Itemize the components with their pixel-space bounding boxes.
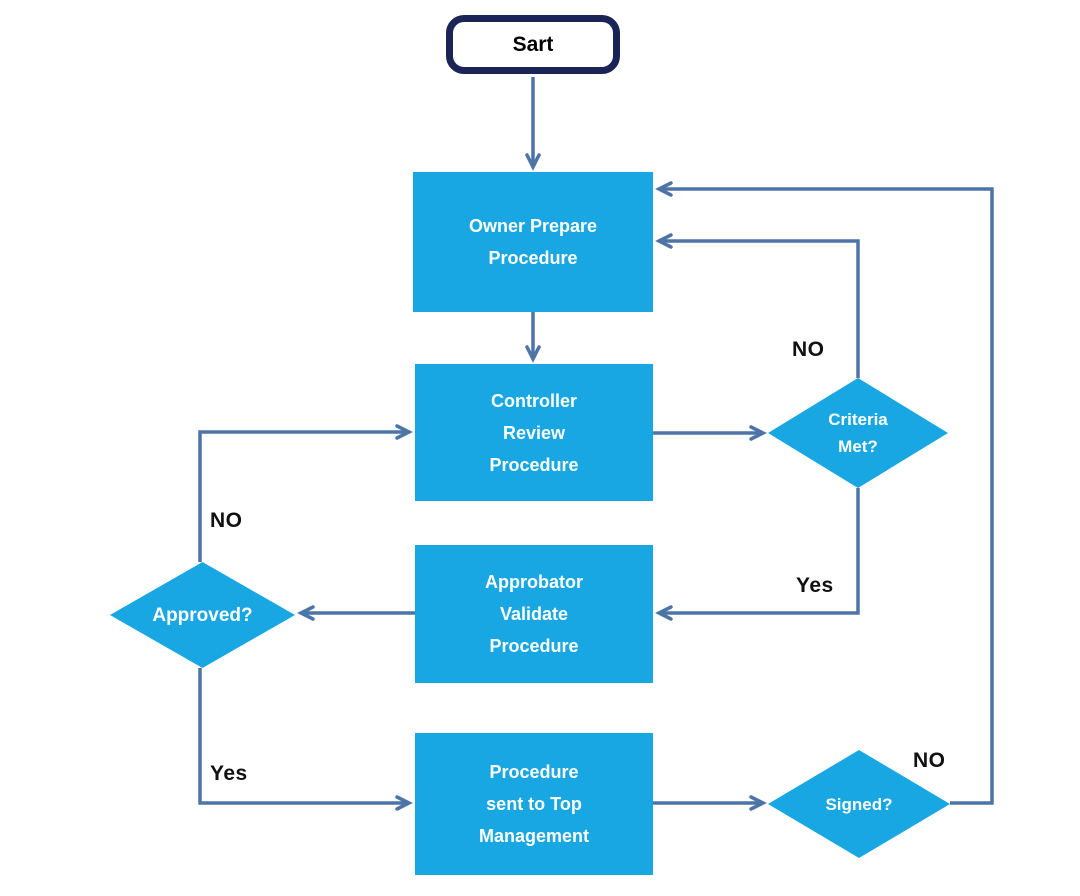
label-approved-yes: Yes xyxy=(210,762,248,785)
edge-criteria-yes-to-approbator xyxy=(655,488,860,621)
node-approbator-validate-procedure: Approbator Validate Procedure xyxy=(415,545,653,683)
edge-signed-no-to-owner xyxy=(655,181,994,805)
label-approved-no: NO xyxy=(210,509,243,532)
label-criteria-yes: Yes xyxy=(796,574,834,597)
node-owner-prepare-procedure: Owner Prepare Procedure xyxy=(413,172,653,312)
node-start: Sart xyxy=(446,15,620,74)
node-controller-review-procedure: Controller Review Procedure xyxy=(415,364,653,501)
edge-approved-no-to-controller xyxy=(198,424,413,562)
edge-criteria-no-to-owner xyxy=(655,233,860,378)
node-procedure-sent-to-top-management: Procedure sent to Top Management xyxy=(415,733,653,875)
label-criteria-no: NO xyxy=(792,338,825,361)
label-signed-no: NO xyxy=(913,749,946,772)
edge-approved-yes-to-topmgmt xyxy=(198,668,413,811)
